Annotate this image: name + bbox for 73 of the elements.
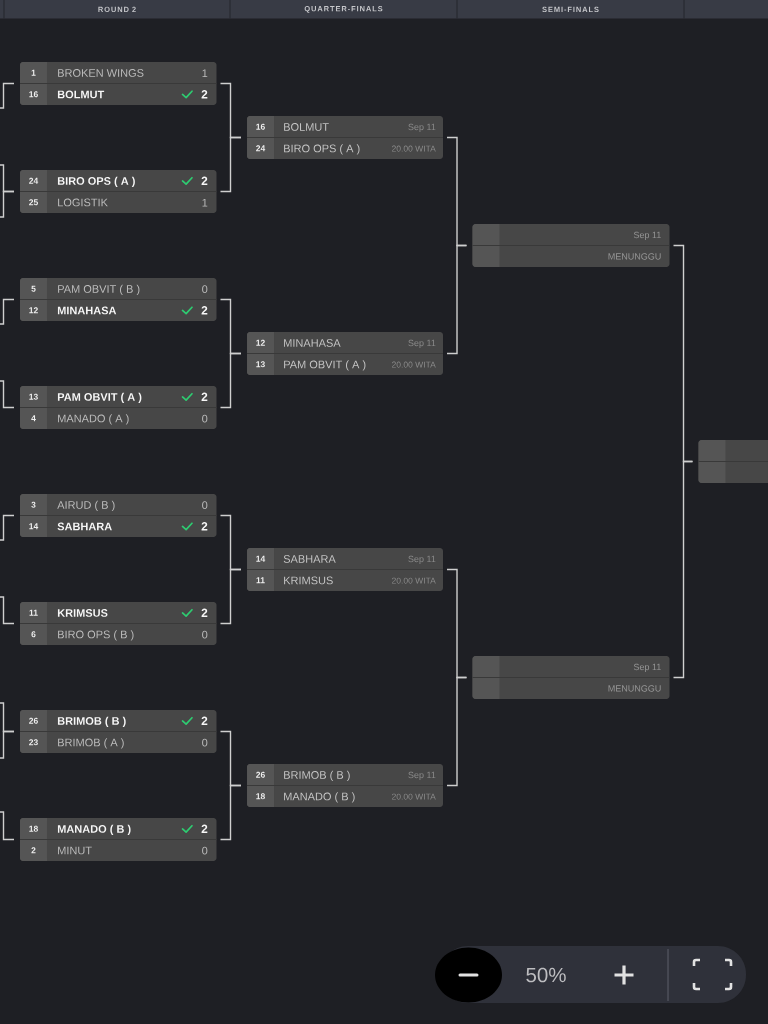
team-name: KRIMSUS — [57, 609, 108, 617]
team-name: BIRO OPS ( A ) — [284, 144, 360, 155]
match-date: Sep 11 — [408, 555, 436, 564]
score: 0 — [202, 846, 208, 855]
match-date: Sep 11 — [408, 339, 436, 348]
seed-cell: 5 — [20, 278, 47, 300]
team-name: MINAHASA — [57, 306, 117, 315]
team-name: BRIMOB ( B ) — [284, 770, 350, 782]
seed-cell: 11 — [247, 569, 274, 591]
team-name: BOLMUT — [57, 90, 105, 99]
seed-cell: 16 — [20, 83, 47, 105]
team-name: MANADO ( A ) — [58, 414, 129, 425]
team-name: BROKEN WINGS — [58, 69, 144, 77]
team-name: BIRO OPS ( A ) — [57, 176, 135, 187]
score: 2 — [201, 824, 208, 833]
seed-cell: 18 — [247, 785, 274, 807]
score: 1 — [202, 198, 208, 207]
seed-cell: 12 — [20, 299, 47, 321]
match-date: Sep 11 — [408, 771, 436, 780]
team-name: AIRUD ( B ) — [57, 500, 115, 512]
team-name: PAM OBVIT ( B ) — [58, 284, 140, 296]
team-name: KRIMSUS — [284, 576, 333, 585]
zoom-level: 50% — [526, 967, 566, 983]
seed-cell: 12 — [247, 332, 274, 354]
match-date: Sep 11 — [408, 123, 436, 132]
team-name: MINAHASA — [284, 339, 341, 347]
status-text: MENUNGGU — [608, 685, 661, 692]
score: 0 — [202, 738, 208, 747]
score: 2 — [201, 176, 208, 185]
team-name: BRIMOB ( A ) — [58, 738, 124, 749]
score: 2 — [201, 392, 208, 401]
score: 2 — [201, 90, 208, 99]
seed-cell: 14 — [247, 548, 274, 570]
seed-cell: 13 — [20, 386, 47, 408]
seed-cell: 25 — [20, 191, 47, 213]
seed-cell: 11 — [20, 602, 47, 624]
seed-cell: 2 — [20, 839, 47, 861]
team-name: PAM OBVIT ( A ) — [57, 392, 142, 404]
score: 2 — [201, 608, 208, 617]
seed-cell: 26 — [247, 764, 274, 786]
seed-cell: 18 — [20, 818, 47, 840]
team-name: MINUT — [58, 846, 92, 855]
match-date: Sep 11 — [633, 231, 661, 240]
team-name: SABHARA — [283, 555, 336, 563]
team-name: BOLMUT — [284, 123, 329, 131]
score: 0 — [202, 501, 208, 510]
team-name: LOGISTIK — [58, 198, 108, 207]
team-name: MANADO ( B ) — [57, 824, 131, 836]
seed-cell: 14 — [20, 515, 47, 537]
status-text: MENUNGGU — [608, 253, 661, 260]
score: 0 — [202, 630, 208, 639]
seed-cell: 16 — [247, 116, 274, 138]
score: 0 — [202, 414, 208, 423]
score: 0 — [202, 285, 208, 294]
seed-cell: 1 — [20, 62, 47, 84]
seed-cell: 23 — [20, 731, 47, 753]
match-date: Sep 11 — [633, 663, 661, 672]
team-name: MANADO ( B ) — [284, 792, 355, 803]
score: 2 — [201, 716, 208, 725]
seed-cell: 26 — [20, 710, 47, 732]
team-name: SABHARA — [57, 522, 112, 531]
seed-cell: 24 — [20, 170, 47, 192]
team-name: BRIMOB ( B ) — [57, 716, 126, 728]
seed-cell: 6 — [20, 623, 47, 645]
seed-cell: 24 — [247, 137, 274, 159]
score: 1 — [202, 69, 208, 77]
team-name: PAM OBVIT ( A ) — [284, 360, 366, 371]
score: 2 — [201, 306, 208, 315]
team-name: BIRO OPS ( B ) — [58, 630, 134, 641]
score: 2 — [201, 522, 208, 531]
seed-cell: 13 — [247, 353, 274, 375]
seed-cell: 3 — [20, 494, 47, 516]
seed-cell: 4 — [20, 407, 47, 429]
